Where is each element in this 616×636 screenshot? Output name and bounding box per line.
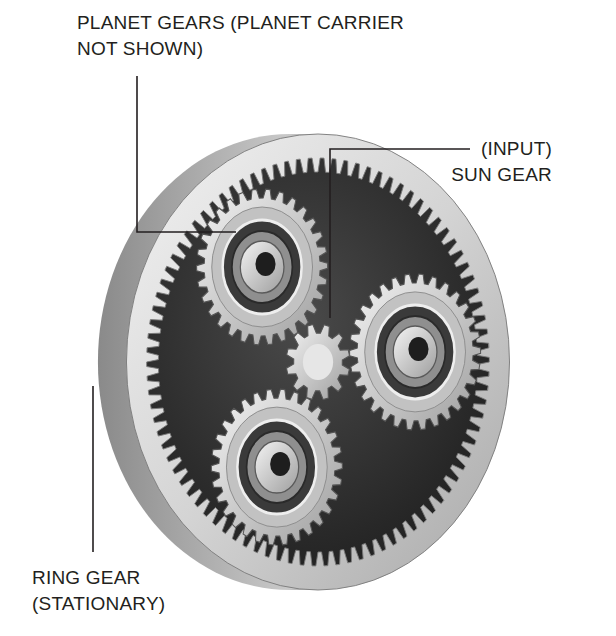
planet-gear — [197, 189, 328, 345]
planet-pin — [393, 326, 437, 378]
planet-bearing — [223, 220, 302, 314]
planet-gear — [211, 389, 342, 545]
planet-pin — [255, 441, 299, 493]
planet-web — [365, 292, 466, 412]
pin-bore — [408, 337, 428, 361]
leader-line — [330, 149, 470, 318]
planet-web — [226, 407, 327, 527]
part-label: (INPUT) SUN GEAR — [442, 136, 552, 188]
planet-pin — [240, 241, 284, 293]
pin-bore — [270, 452, 290, 476]
part-label: PLANET GEARS (PLANET CARRIER NOT SHOWN) — [77, 10, 407, 62]
bearing-race — [385, 316, 445, 388]
gear-set — [98, 134, 510, 590]
planet-gear — [350, 274, 481, 430]
bearing-race — [232, 231, 292, 303]
bearing-race — [247, 431, 307, 503]
leader-line — [92, 386, 94, 552]
planet-bearing — [376, 305, 455, 399]
leader-line — [137, 76, 236, 232]
sun-hub — [303, 344, 333, 380]
pin-bore — [255, 252, 275, 276]
sun-gear — [287, 325, 350, 400]
ring-gear — [126, 134, 509, 590]
planet-bearing — [237, 420, 316, 514]
planet-web — [212, 207, 313, 327]
part-label: RING GEAR (STATIONARY) — [32, 565, 192, 617]
planet-teeth — [350, 274, 481, 430]
planet-teeth — [211, 389, 342, 545]
planet-teeth — [197, 189, 328, 345]
